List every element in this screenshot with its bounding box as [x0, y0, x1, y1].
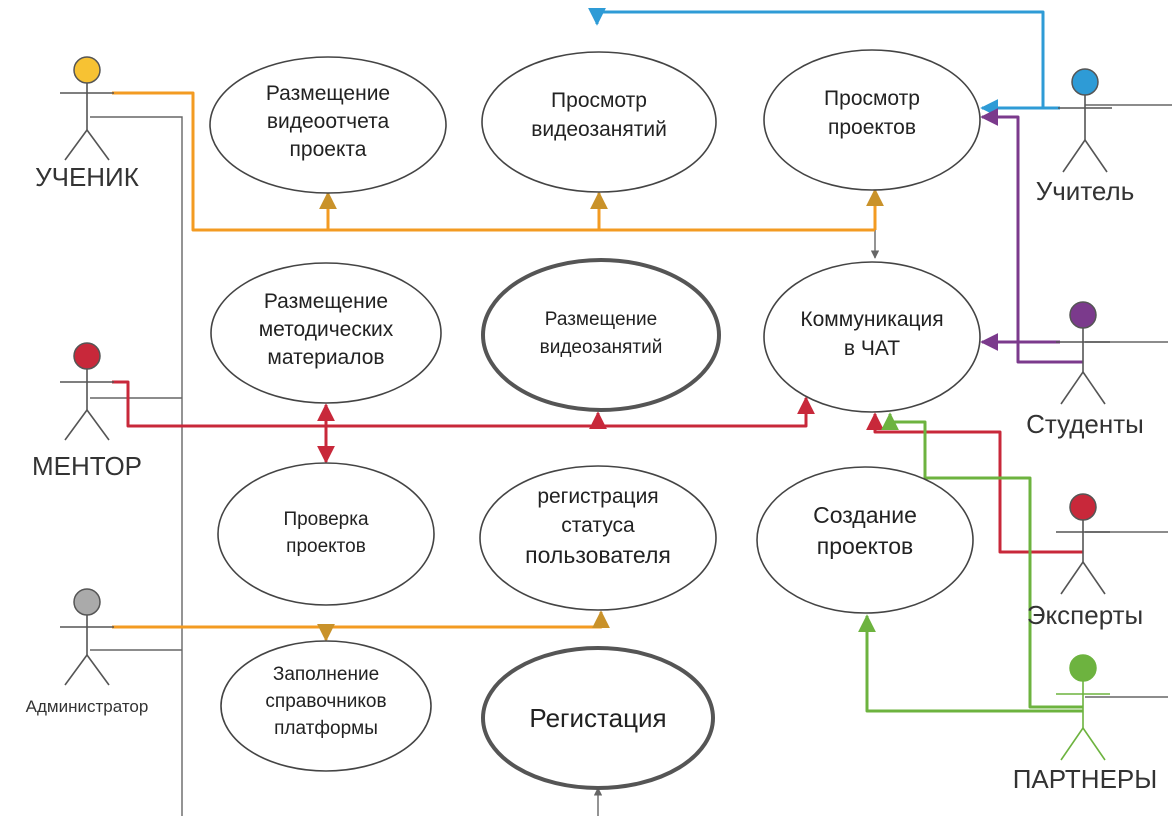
actor-label: Администратор: [26, 697, 149, 716]
red-mentor-connection: [112, 380, 815, 464]
use-case-user-status: регистрация статуса пользователя: [479, 465, 717, 611]
use-case-label: статуса: [561, 514, 635, 537]
actor-uchitel: Учитель: [1036, 68, 1135, 206]
use-case-label: регистрация: [537, 485, 658, 508]
actor-admin: Администратор: [26, 588, 149, 716]
actor-mentor: МЕНТОР: [32, 342, 142, 481]
orange-admin-connection: [112, 610, 610, 642]
use-case-label: проекта: [290, 138, 367, 161]
actor-partnery: ПАРТНЕРЫ: [1013, 654, 1158, 794]
actor-head-icon: [73, 342, 101, 370]
use-case-label: Просмотр: [551, 89, 647, 112]
use-case-label: видеоотчета: [267, 110, 390, 133]
actor-head-icon: [73, 56, 101, 84]
use-case-label: материалов: [267, 346, 384, 369]
actor-head-icon: [1069, 493, 1097, 521]
use-case-label: Создание: [813, 502, 917, 528]
use-case-video-report: Размещение видеоотчета проекта: [209, 56, 447, 194]
purple-studenty-connection: [980, 108, 1083, 364]
use-case-create-projects: Создание проектов: [756, 466, 974, 614]
use-case-label: пользователя: [525, 542, 671, 568]
actor-label: Студенты: [1026, 409, 1144, 439]
use-case-label: методических: [259, 318, 394, 341]
actor-uchenik: УЧЕНИК: [35, 56, 139, 192]
actor-head-icon: [1071, 68, 1099, 96]
use-case-label: Размещение: [264, 290, 388, 313]
use-case-label: в ЧАТ: [844, 337, 900, 360]
use-case-label: платформы: [274, 718, 378, 739]
green-partnery-connection: [858, 412, 1083, 713]
use-case-directories: Заполнение справочников платформы: [220, 640, 432, 772]
actor-label: МЕНТОР: [32, 451, 142, 481]
actor-label: Эксперты: [1027, 600, 1143, 630]
use-case-label: Размещение: [266, 82, 390, 105]
use-case-label: Просмотр: [824, 87, 920, 110]
use-case-post-lessons: Размещение видеозанятий: [481, 258, 721, 412]
use-case-label: видеозанятий: [531, 118, 667, 141]
use-case-label: видеозанятий: [540, 337, 663, 358]
use-case-chat: Коммуникация в ЧАТ: [763, 261, 981, 413]
use-case-label: Коммуникация: [800, 308, 943, 331]
actor-head-icon: [73, 588, 101, 616]
use-case-label: Проверка: [283, 509, 369, 530]
use-case-label: Размещение: [545, 309, 657, 330]
actor-head-icon: [1069, 301, 1097, 329]
use-case-label: проектов: [817, 533, 913, 559]
actor-label: Учитель: [1036, 176, 1135, 206]
actor-eksperty: Эксперты: [1027, 493, 1143, 630]
orange-uchenik-connections: [112, 91, 884, 232]
actor-label: ПАРТНЕРЫ: [1013, 764, 1158, 794]
use-case-label: справочников: [265, 691, 386, 712]
use-case-label: Заполнение: [273, 664, 379, 685]
use-case-label: проектов: [828, 116, 916, 139]
use-case-label: проектов: [286, 536, 366, 557]
use-case-view-lessons: Просмотр видеозанятий: [481, 51, 717, 193]
use-case-label: Регистация: [529, 703, 666, 733]
actor-head-icon: [1069, 654, 1097, 682]
use-case-method-materials: Размещение методических материалов: [210, 262, 442, 404]
actor-studenty: Студенты: [1026, 301, 1144, 439]
use-case-view-projects: Просмотр проектов: [763, 49, 981, 191]
red-eksperty-connection: [866, 412, 1083, 554]
use-case-registration: Регистация: [481, 646, 715, 790]
actor-label: УЧЕНИК: [35, 162, 139, 192]
use-case-check-projects: Проверка проектов: [217, 462, 435, 606]
